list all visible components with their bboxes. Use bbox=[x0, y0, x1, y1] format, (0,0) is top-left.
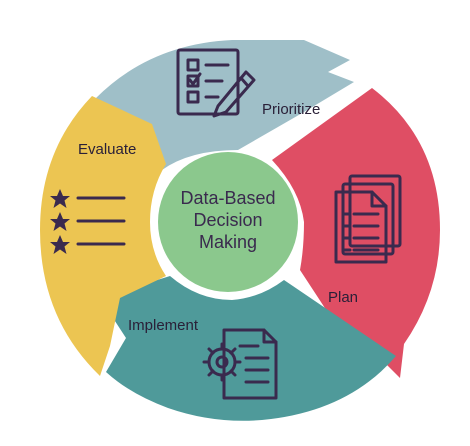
star-list-icon bbox=[50, 189, 126, 254]
star-icon bbox=[50, 212, 70, 231]
star-icon bbox=[50, 189, 70, 208]
label-plan: Plan bbox=[328, 289, 358, 306]
label-evaluate: Evaluate bbox=[78, 141, 136, 158]
star-icon bbox=[50, 235, 70, 254]
segment-plan bbox=[272, 88, 440, 378]
label-implement: Implement bbox=[128, 317, 199, 334]
document-stack-icon bbox=[334, 174, 402, 264]
gear-document-icon bbox=[202, 328, 278, 400]
segment-evaluate bbox=[40, 96, 166, 376]
center-circle bbox=[158, 152, 298, 292]
center-label-line-2: Decision bbox=[193, 210, 262, 230]
checklist-pencil-icon bbox=[176, 48, 256, 118]
label-prioritize: Prioritize bbox=[262, 101, 320, 118]
center-label-line-3: Making bbox=[199, 232, 257, 252]
segment-prioritize bbox=[96, 40, 354, 170]
center-label-line-1: Data-Based bbox=[180, 188, 275, 208]
segment-implement bbox=[100, 276, 396, 421]
